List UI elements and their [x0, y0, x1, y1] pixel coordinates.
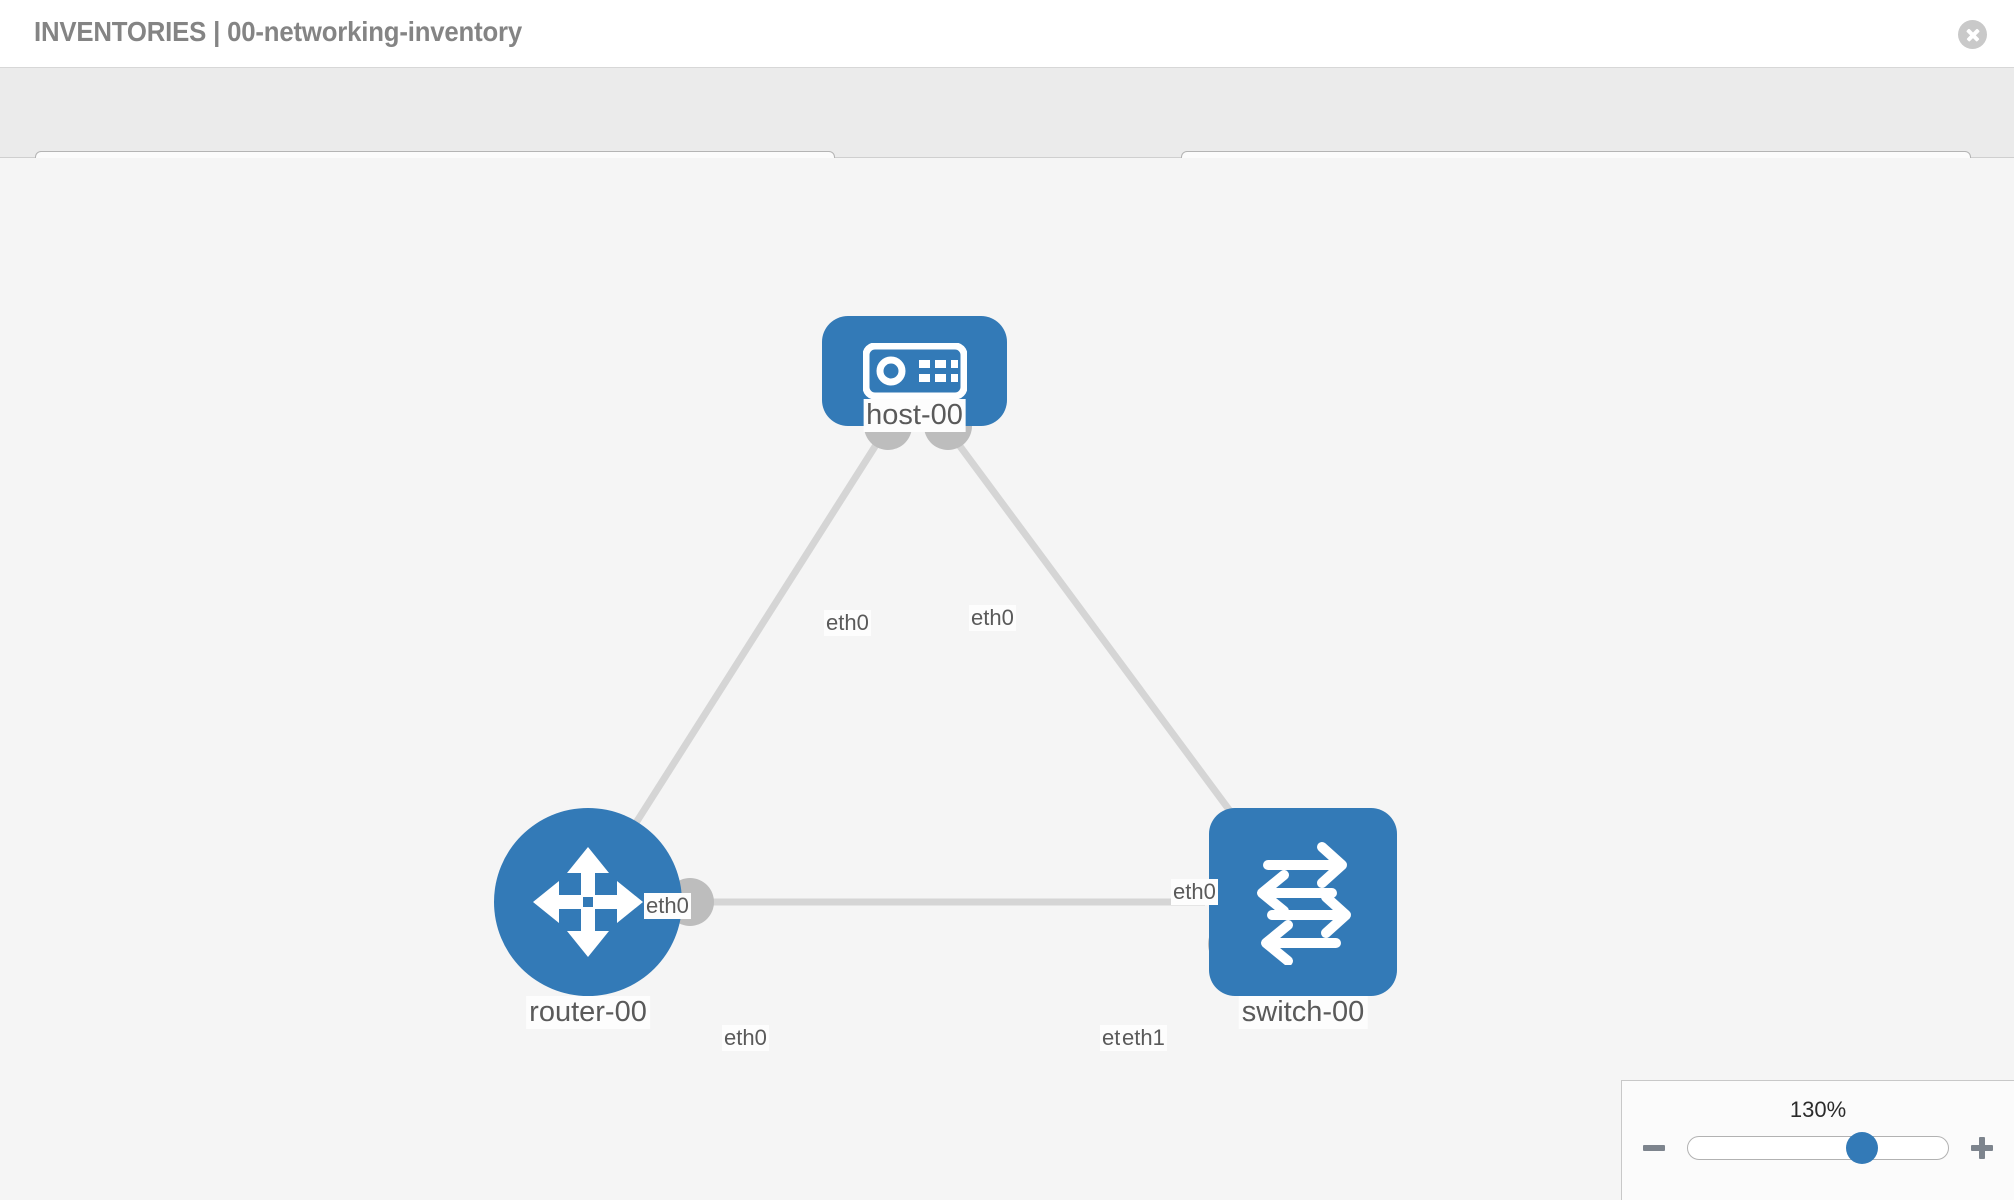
close-icon[interactable] [1958, 20, 1987, 49]
zoom-slider-thumb[interactable] [1846, 1132, 1879, 1164]
node-host-00[interactable]: host-00 [822, 316, 1007, 432]
zoom-out-button[interactable] [1641, 1135, 1667, 1161]
toolbar: ACTIONS SEARCH [0, 68, 2014, 201]
iface-label-router-up: eth0 [644, 893, 691, 919]
zoom-control-panel: 130% [1621, 1080, 2014, 1200]
page-header: INVENTORIES | 00-networking-inventory [0, 0, 2014, 68]
link-host-switch[interactable] [942, 423, 1253, 841]
router-icon [533, 847, 643, 957]
zoom-level-value: 130% [1789, 1097, 1847, 1122]
switch-icon [1257, 842, 1351, 965]
iface-label-host-left: eth0 [824, 610, 871, 636]
link-host-router[interactable] [617, 424, 891, 850]
server-icon [862, 343, 967, 399]
topology-canvas[interactable]: host-00 router-00 [0, 158, 2014, 1200]
node-switch-00-shape [1209, 808, 1397, 996]
iface-label-switch-up: eth0 [1171, 879, 1218, 905]
iface-label-host-right: eth0 [969, 605, 1016, 631]
node-router-00-label: router-00 [526, 996, 650, 1029]
node-host-00-label: host-00 [863, 399, 966, 432]
iface-label-switch-left: eth1 [1120, 1025, 1167, 1051]
zoom-in-button[interactable] [1969, 1135, 1995, 1161]
zoom-slider-track[interactable] [1687, 1132, 1949, 1164]
iface-label-router-right: eth0 [722, 1025, 769, 1051]
topology-links [617, 402, 1263, 968]
page-title: INVENTORIES | 00-networking-inventory [34, 16, 523, 47]
node-switch-00-label: switch-00 [1238, 996, 1368, 1029]
node-switch-00[interactable]: switch-00 [1209, 808, 1397, 1029]
